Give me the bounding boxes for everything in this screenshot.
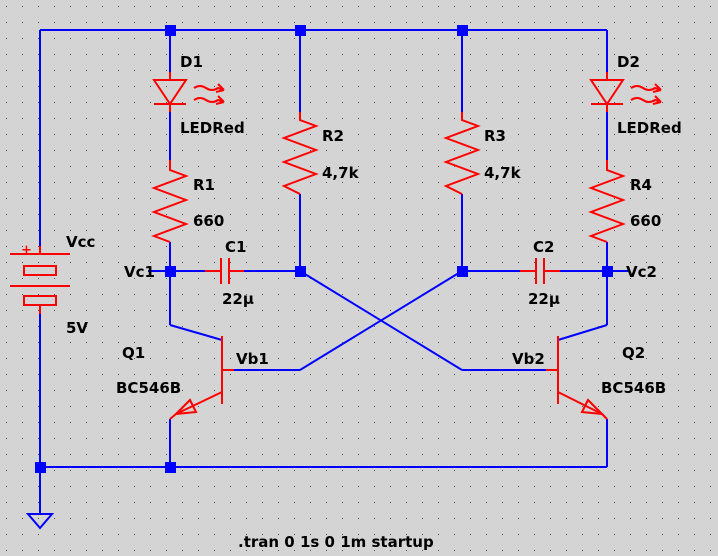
q2-name-label: Q2 (622, 344, 645, 362)
resistor-r4[interactable] (588, 160, 626, 243)
r3-value-label: 4,7k (484, 164, 522, 182)
r3-name-label: R3 (484, 127, 506, 145)
r4-value-label: 660 (630, 212, 661, 230)
resistor-r1[interactable] (151, 160, 189, 243)
led-d1-emission-icon (193, 83, 225, 105)
net-vb1-label: Vb1 (236, 350, 269, 368)
d1-model-label: LEDRed (180, 119, 245, 137)
resistor-r2[interactable] (281, 112, 319, 195)
c2-name-label: C2 (533, 238, 554, 256)
node-top-r2[interactable] (295, 25, 306, 36)
net-vc2-label: Vc2 (626, 263, 657, 281)
d2-name-label: D2 (617, 53, 640, 71)
d1-name-label: D1 (180, 53, 203, 71)
led-d2-emission-icon (630, 83, 662, 105)
nodes (35, 25, 613, 473)
net-vc1-label: Vc1 (124, 263, 155, 281)
led-d2[interactable] (589, 72, 625, 112)
q1-name-label: Q1 (122, 344, 145, 362)
resistor-r3[interactable] (443, 112, 481, 195)
ground-symbol[interactable] (25, 508, 55, 530)
labels: Vcc 5V D1 LEDRed D2 LEDRed R1 660 R4 660… (66, 53, 682, 551)
c1-value-label: 22µ (222, 290, 254, 308)
wire-q1-collector[interactable] (169, 324, 223, 341)
r2-name-label: R2 (322, 127, 344, 145)
transistor-q1[interactable] (169, 336, 234, 420)
r2-value-label: 4,7k (322, 164, 360, 182)
transistor-q2[interactable] (546, 336, 608, 420)
voltage-source-vcc[interactable]: + (10, 243, 70, 314)
c1-name-label: C1 (225, 238, 246, 256)
capacitor-c2[interactable] (520, 258, 560, 284)
spice-directive[interactable]: .tran 0 1s 0 1m startup (238, 533, 434, 551)
r1-value-label: 660 (193, 212, 224, 230)
d2-model-label: LEDRed (617, 119, 682, 137)
node-vc2[interactable] (602, 266, 613, 277)
vcc-value-label: 5V (66, 319, 88, 337)
r1-name-label: R1 (193, 176, 215, 194)
node-vc1[interactable] (165, 266, 176, 277)
c2-value-label: 22µ (528, 290, 560, 308)
vcc-plus-sign: + (21, 243, 32, 258)
node-top-r3[interactable] (457, 25, 468, 36)
node-r3-c2[interactable] (457, 266, 468, 277)
capacitor-c1[interactable] (205, 258, 244, 284)
vcc-name-label: Vcc (66, 233, 95, 251)
r4-name-label: R4 (630, 176, 652, 194)
node-c1-r2[interactable] (295, 266, 306, 277)
wires (39, 29, 628, 508)
node-top-d1[interactable] (165, 25, 176, 36)
q1-model-label: BC546B (116, 379, 181, 397)
wire-q2-collector[interactable] (557, 324, 608, 341)
wire-vb2-cross[interactable] (299, 270, 463, 371)
node-gnd-left[interactable] (35, 462, 46, 473)
node-gnd-q1[interactable] (165, 462, 176, 473)
q2-model-label: BC546B (601, 379, 666, 397)
net-vb2-label: Vb2 (512, 350, 545, 368)
led-d1[interactable] (152, 72, 188, 112)
